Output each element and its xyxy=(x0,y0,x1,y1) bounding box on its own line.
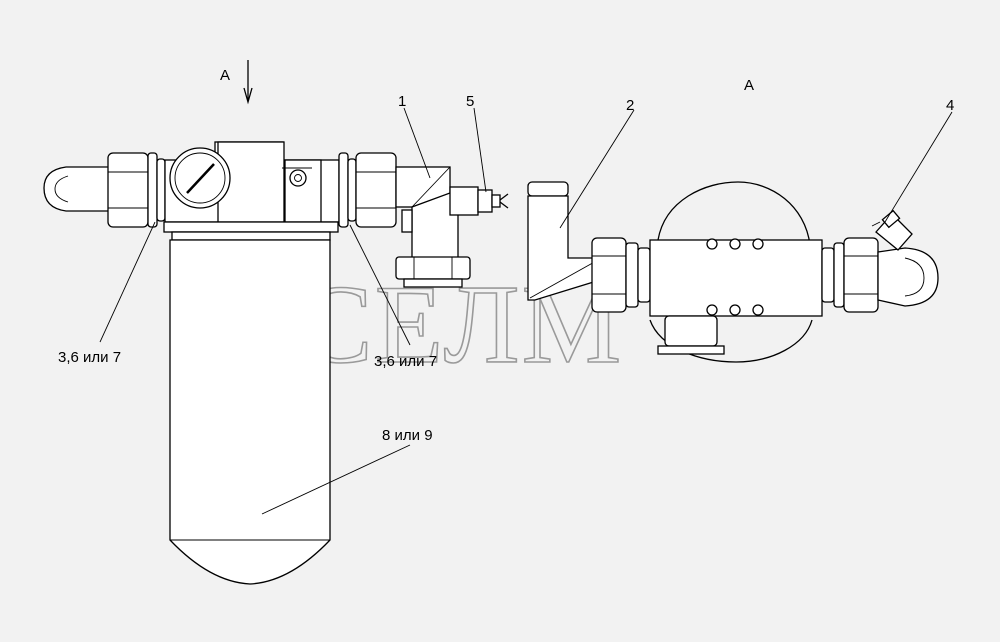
angled-pipe xyxy=(527,181,601,301)
left-union-nut xyxy=(107,152,149,228)
bleed-valve xyxy=(449,186,509,216)
leader-item-4 xyxy=(884,111,953,223)
view-a-arrow-label: А xyxy=(220,67,230,84)
leader-item-1 xyxy=(403,107,431,179)
view-a-right-elbow xyxy=(877,247,939,307)
label-item-5: 5 xyxy=(466,93,474,110)
label-item-1: 1 xyxy=(398,93,406,110)
leader-item-5 xyxy=(473,107,487,193)
label-item-89: 8 или 9 xyxy=(382,427,433,444)
left-seal-rings xyxy=(147,152,166,228)
tee-fitting xyxy=(395,166,471,288)
leader-item-2 xyxy=(559,109,635,229)
label-item-36-right: 3,6 или 7 xyxy=(374,353,437,370)
filter-assembly-view-a: А xyxy=(527,77,939,363)
filter-bowl xyxy=(163,221,339,585)
pressure-gauge xyxy=(169,147,231,209)
view-a-title: А xyxy=(744,77,754,94)
left-elbow-pipe xyxy=(43,166,111,212)
item-labels: 1 5 2 4 3,6 или 7 3,6 или 7 8 или 9 xyxy=(58,93,954,444)
leader-item-36-right xyxy=(349,224,411,346)
leader-item-89 xyxy=(261,444,411,515)
view-a-head-body xyxy=(649,238,823,317)
filter-assembly-front-view: А xyxy=(43,60,509,585)
right-union-nut xyxy=(355,152,397,228)
view-a-arrow: А xyxy=(220,60,253,105)
right-seal-rings xyxy=(338,152,357,228)
view-a-left-nut xyxy=(591,237,651,313)
label-item-36-left: 3,6 или 7 xyxy=(58,349,121,366)
view-a-right-nut xyxy=(821,237,879,313)
leader-item-36-left xyxy=(99,221,156,343)
view-a-bottom-port xyxy=(657,315,725,355)
label-item-4: 4 xyxy=(946,97,954,114)
leader-lines xyxy=(99,107,953,515)
label-item-2: 2 xyxy=(626,97,634,114)
